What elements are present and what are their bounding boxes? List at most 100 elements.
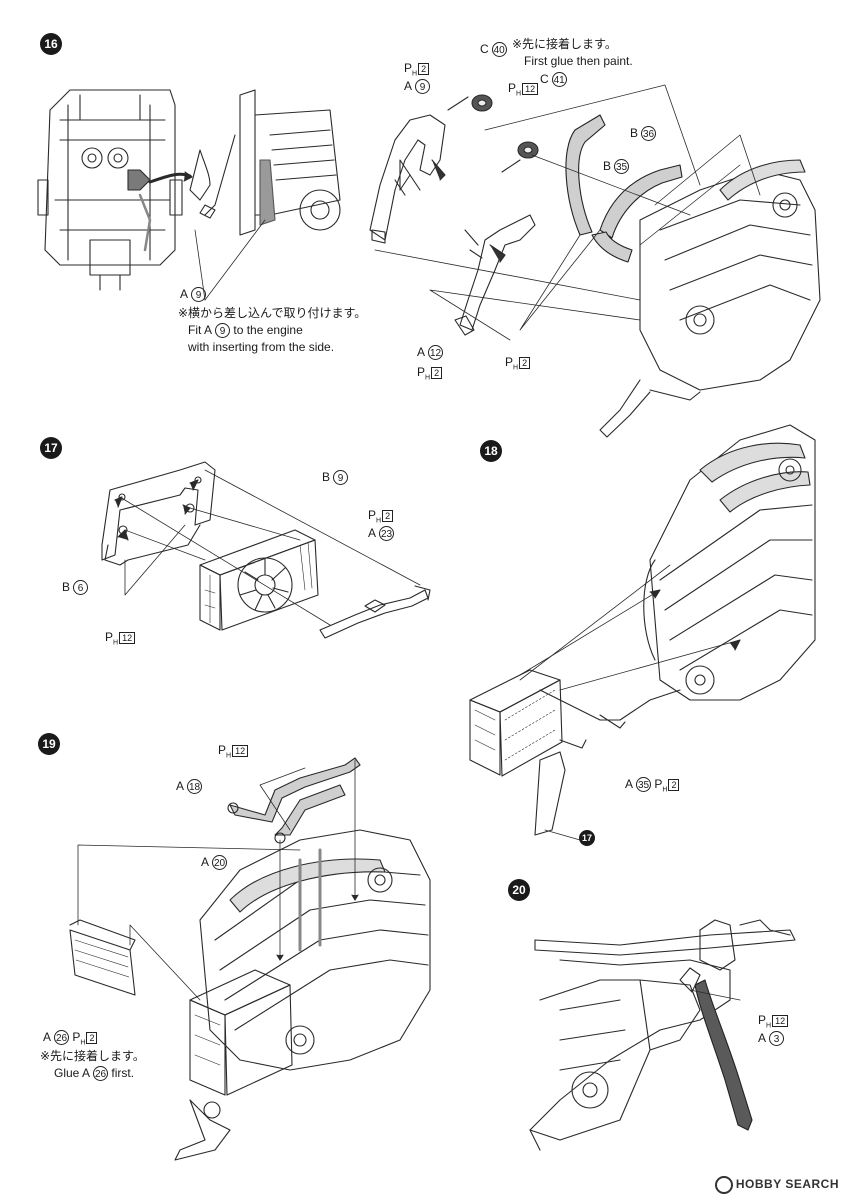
part-letter: P bbox=[417, 365, 426, 379]
part-letter: P bbox=[505, 355, 514, 369]
part-number: 9 bbox=[333, 470, 349, 486]
part-number: 6 bbox=[73, 580, 89, 596]
part-letter: B bbox=[603, 159, 612, 173]
step19-illustration bbox=[69, 757, 431, 1161]
part-letter: A bbox=[404, 79, 413, 93]
step20-illustration bbox=[529, 919, 796, 1151]
glue-note-step16: ※先に接着します。 First glue then paint. bbox=[512, 36, 633, 70]
fit-note-suffix: to the engine bbox=[233, 323, 303, 337]
part-sub: H bbox=[425, 374, 431, 382]
hobby-search-logo-icon bbox=[714, 1176, 733, 1194]
part-label-ph2-pipes: PH2 bbox=[505, 355, 531, 375]
part-number: 3 bbox=[769, 1031, 785, 1047]
watermark: HOBBY SEARCH bbox=[714, 1176, 839, 1194]
part-letter: B bbox=[630, 126, 639, 140]
glue-note-num: 26 bbox=[93, 1066, 109, 1082]
glue-note-prefix: Glue A bbox=[54, 1066, 91, 1080]
fit-note-en-line2: with inserting from the side. bbox=[188, 340, 335, 354]
part-sub: H bbox=[226, 752, 232, 760]
part-letter: C bbox=[480, 42, 489, 56]
part-label-ph12-step19: PH12 bbox=[218, 743, 249, 763]
part-box: 2 bbox=[382, 509, 394, 522]
part-letter: P bbox=[758, 1013, 767, 1027]
glue-note-en: First glue then paint. bbox=[524, 54, 633, 68]
part-number: 9 bbox=[191, 287, 207, 303]
part-letter: A bbox=[368, 526, 377, 540]
step16-frame-illustration bbox=[37, 89, 341, 301]
part-letter: C bbox=[540, 72, 549, 86]
part-box: 2 bbox=[86, 1031, 98, 1044]
part-sub: H bbox=[80, 1039, 86, 1047]
part-number: 41 bbox=[551, 72, 567, 88]
step17-illustration bbox=[101, 461, 431, 639]
part-sub: H bbox=[412, 70, 418, 78]
step-number-20: 20 bbox=[508, 879, 530, 901]
glue-note-suffix: first. bbox=[111, 1066, 135, 1080]
fit-note-num: 9 bbox=[215, 323, 231, 339]
part-letter: B bbox=[322, 470, 331, 484]
part-box: 12 bbox=[522, 82, 539, 95]
part-sub: H bbox=[513, 364, 519, 372]
step-number-18: 18 bbox=[480, 440, 502, 462]
part-number: 40 bbox=[491, 42, 507, 58]
part-sub: H bbox=[662, 786, 668, 794]
part-number: 36 bbox=[641, 126, 657, 142]
part-number: 35 bbox=[636, 777, 652, 793]
step16-parts-illustration bbox=[369, 84, 821, 438]
part-letter: P bbox=[218, 743, 227, 757]
part-letter: P bbox=[508, 81, 517, 95]
glue-note-jp: ※先に接着します。 bbox=[40, 1049, 145, 1063]
part-number: 26 bbox=[54, 1030, 70, 1046]
part-letter: P bbox=[72, 1030, 81, 1044]
watermark-text: HOBBY SEARCH bbox=[735, 1177, 839, 1192]
part-letter: A bbox=[758, 1031, 767, 1045]
part-box: 2 bbox=[668, 778, 680, 791]
part-number: 35 bbox=[614, 159, 630, 175]
part-sub: H bbox=[376, 517, 382, 525]
part-number: 20 bbox=[212, 855, 228, 871]
step-number-17: 17 bbox=[40, 437, 62, 459]
part-box: 2 bbox=[431, 366, 443, 379]
part-letter: P bbox=[654, 777, 663, 791]
part-number: 12 bbox=[428, 345, 444, 361]
part-label-ph2-top: PH2 bbox=[404, 61, 430, 81]
glue-note-jp: ※先に接着します。 bbox=[512, 37, 617, 51]
part-label-ph12-step16: PH12 bbox=[508, 81, 539, 101]
part-letter: P bbox=[404, 61, 413, 75]
part-number: 9 bbox=[415, 79, 431, 95]
part-box: 2 bbox=[519, 356, 531, 369]
part-letter: P bbox=[368, 508, 377, 522]
step18-illustration bbox=[469, 424, 816, 841]
part-sub: H bbox=[113, 639, 119, 647]
part-label-ph12-step17: PH12 bbox=[105, 630, 136, 650]
part-box: 2 bbox=[418, 62, 430, 75]
part-letter: P bbox=[105, 630, 114, 644]
fit-note-prefix: Fit A bbox=[188, 323, 213, 337]
part-letter: A bbox=[201, 855, 210, 869]
step-reference-17: 17 bbox=[579, 830, 595, 846]
part-box: 12 bbox=[772, 1014, 789, 1027]
part-letter: A bbox=[176, 779, 185, 793]
part-number: 23 bbox=[379, 526, 395, 542]
part-letter: B bbox=[62, 580, 71, 594]
step-number-19: 19 bbox=[38, 733, 60, 755]
part-sub: H bbox=[766, 1022, 772, 1030]
fit-note-jp: ※横から差し込んで取り付けます。 bbox=[178, 306, 367, 320]
part-box: 12 bbox=[119, 631, 136, 644]
